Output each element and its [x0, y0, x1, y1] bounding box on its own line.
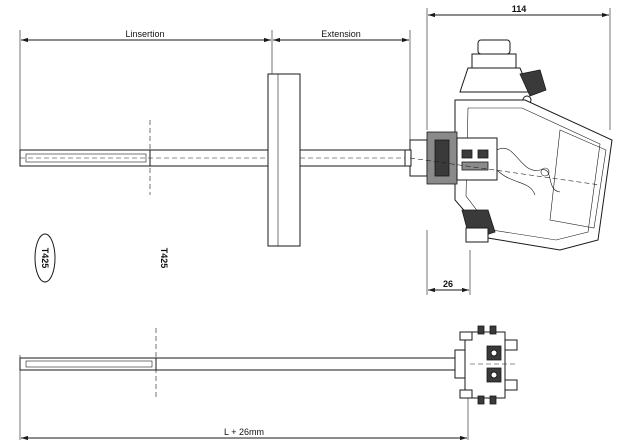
model-rotated-label: T425 [159, 248, 169, 269]
insert-lug-bottom-right [504, 379, 518, 391]
screw-top [477, 325, 485, 335]
wire-2 [496, 169, 536, 196]
model-oval-label: T425 [40, 248, 50, 269]
cable-gland-nut [471, 53, 517, 69]
dim-total-length-label: L + 26mm [224, 427, 264, 437]
terminal-b-screw [490, 371, 498, 379]
bottom-sensor-tip [19, 357, 157, 371]
sensor-element [25, 153, 147, 163]
cable-gland-body [459, 67, 531, 93]
dim-extension-label: Extension [321, 29, 361, 39]
cable-gland-cap [477, 39, 511, 55]
insert-plate [454, 349, 466, 379]
dim-head-width-label: 114 [512, 4, 527, 14]
terminal-a-screw [490, 349, 498, 357]
dim-neck-label: 26 [443, 279, 453, 289]
terminal-2 [477, 149, 489, 159]
top-view: Linsertion Extension 114 26 [19, 4, 613, 295]
neck-tube [409, 139, 428, 177]
connection-head [404, 39, 613, 251]
bottom-view: L + 26mm [19, 325, 518, 441]
wire-1 [496, 147, 561, 193]
bottom-sensor-element [25, 360, 153, 368]
insert-lug-bottom-left [459, 389, 473, 399]
wire-loop [540, 167, 550, 177]
insert-lug-top-left [459, 331, 473, 341]
terminal-bar [461, 161, 489, 171]
adapter-core [434, 139, 450, 177]
terminal-1 [461, 149, 473, 159]
insert-body [464, 331, 506, 399]
flange [267, 73, 301, 247]
screw-top-2 [489, 325, 497, 335]
screw-bottom [477, 395, 485, 405]
model-oval [34, 233, 56, 283]
clamp-screw [465, 227, 489, 243]
lid-window [549, 129, 607, 229]
gland-lug [519, 69, 547, 97]
housing-inner [465, 107, 601, 241]
screw-bottom-2 [489, 395, 497, 405]
terminal-block [456, 137, 498, 181]
insert-lug-top-right [504, 339, 518, 351]
dim-insertion-label: Linsertion [125, 29, 164, 39]
terminal-insert [454, 325, 518, 405]
